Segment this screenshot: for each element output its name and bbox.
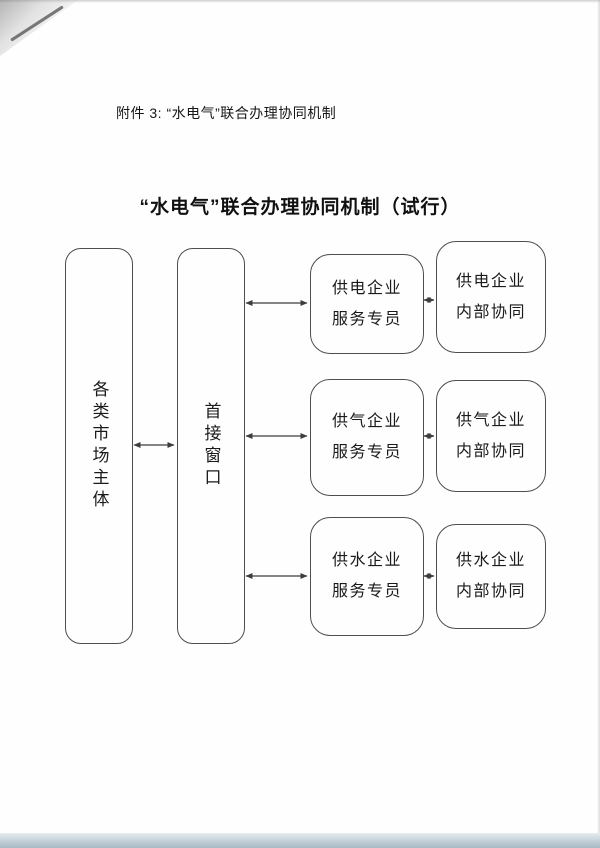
gas-internal-line1: 供气企业 — [455, 411, 526, 429]
power-service-line2: 服务专员 — [331, 310, 402, 328]
gas-service-line2: 服务专员 — [331, 444, 402, 461]
market-entities-box: 各类市场主体 — [65, 248, 133, 644]
power-internal-coordination-box: 供电企业 内部协同 — [436, 241, 546, 353]
first-contact-window-label: 首接窗口 — [201, 402, 221, 490]
scan-bottom-band — [0, 833, 600, 848]
attachment-label: 附件 3: “水电气”联合办理协同机制 — [116, 105, 337, 121]
water-internal-line1: 供水企业 — [455, 552, 526, 569]
water-service-line2: 服务专员 — [331, 583, 402, 600]
scan-top-edge — [0, 0, 600, 3]
power-service-agent-box: 供电企业 服务专员 — [310, 254, 424, 354]
gas-internal-coordination-box: 供气企业 内部协同 — [436, 380, 546, 492]
water-service-agent-box: 供水企业 服务专员 — [310, 517, 424, 636]
water-service-line1: 供水企业 — [331, 552, 402, 569]
power-service-line1: 供电企业 — [331, 279, 402, 297]
scan-right-edge — [597, 0, 600, 848]
scan-corner-fold-artifact — [0, 0, 78, 56]
first-contact-window-box: 首接窗口 — [177, 248, 245, 644]
market-entities-label: 各类市场主体 — [89, 380, 109, 512]
power-internal-line1: 供电企业 — [455, 272, 526, 290]
power-internal-line2: 内部协同 — [455, 303, 526, 321]
diagram-title: “水电气”联合办理协同机制（试行） — [139, 197, 461, 218]
gas-internal-line2: 内部协同 — [455, 442, 526, 460]
water-internal-line2: 内部协同 — [455, 583, 526, 600]
gas-service-agent-box: 供气企业 服务专员 — [310, 379, 424, 496]
gas-service-line1: 供气企业 — [331, 413, 402, 430]
water-internal-coordination-box: 供水企业 内部协同 — [436, 524, 546, 629]
